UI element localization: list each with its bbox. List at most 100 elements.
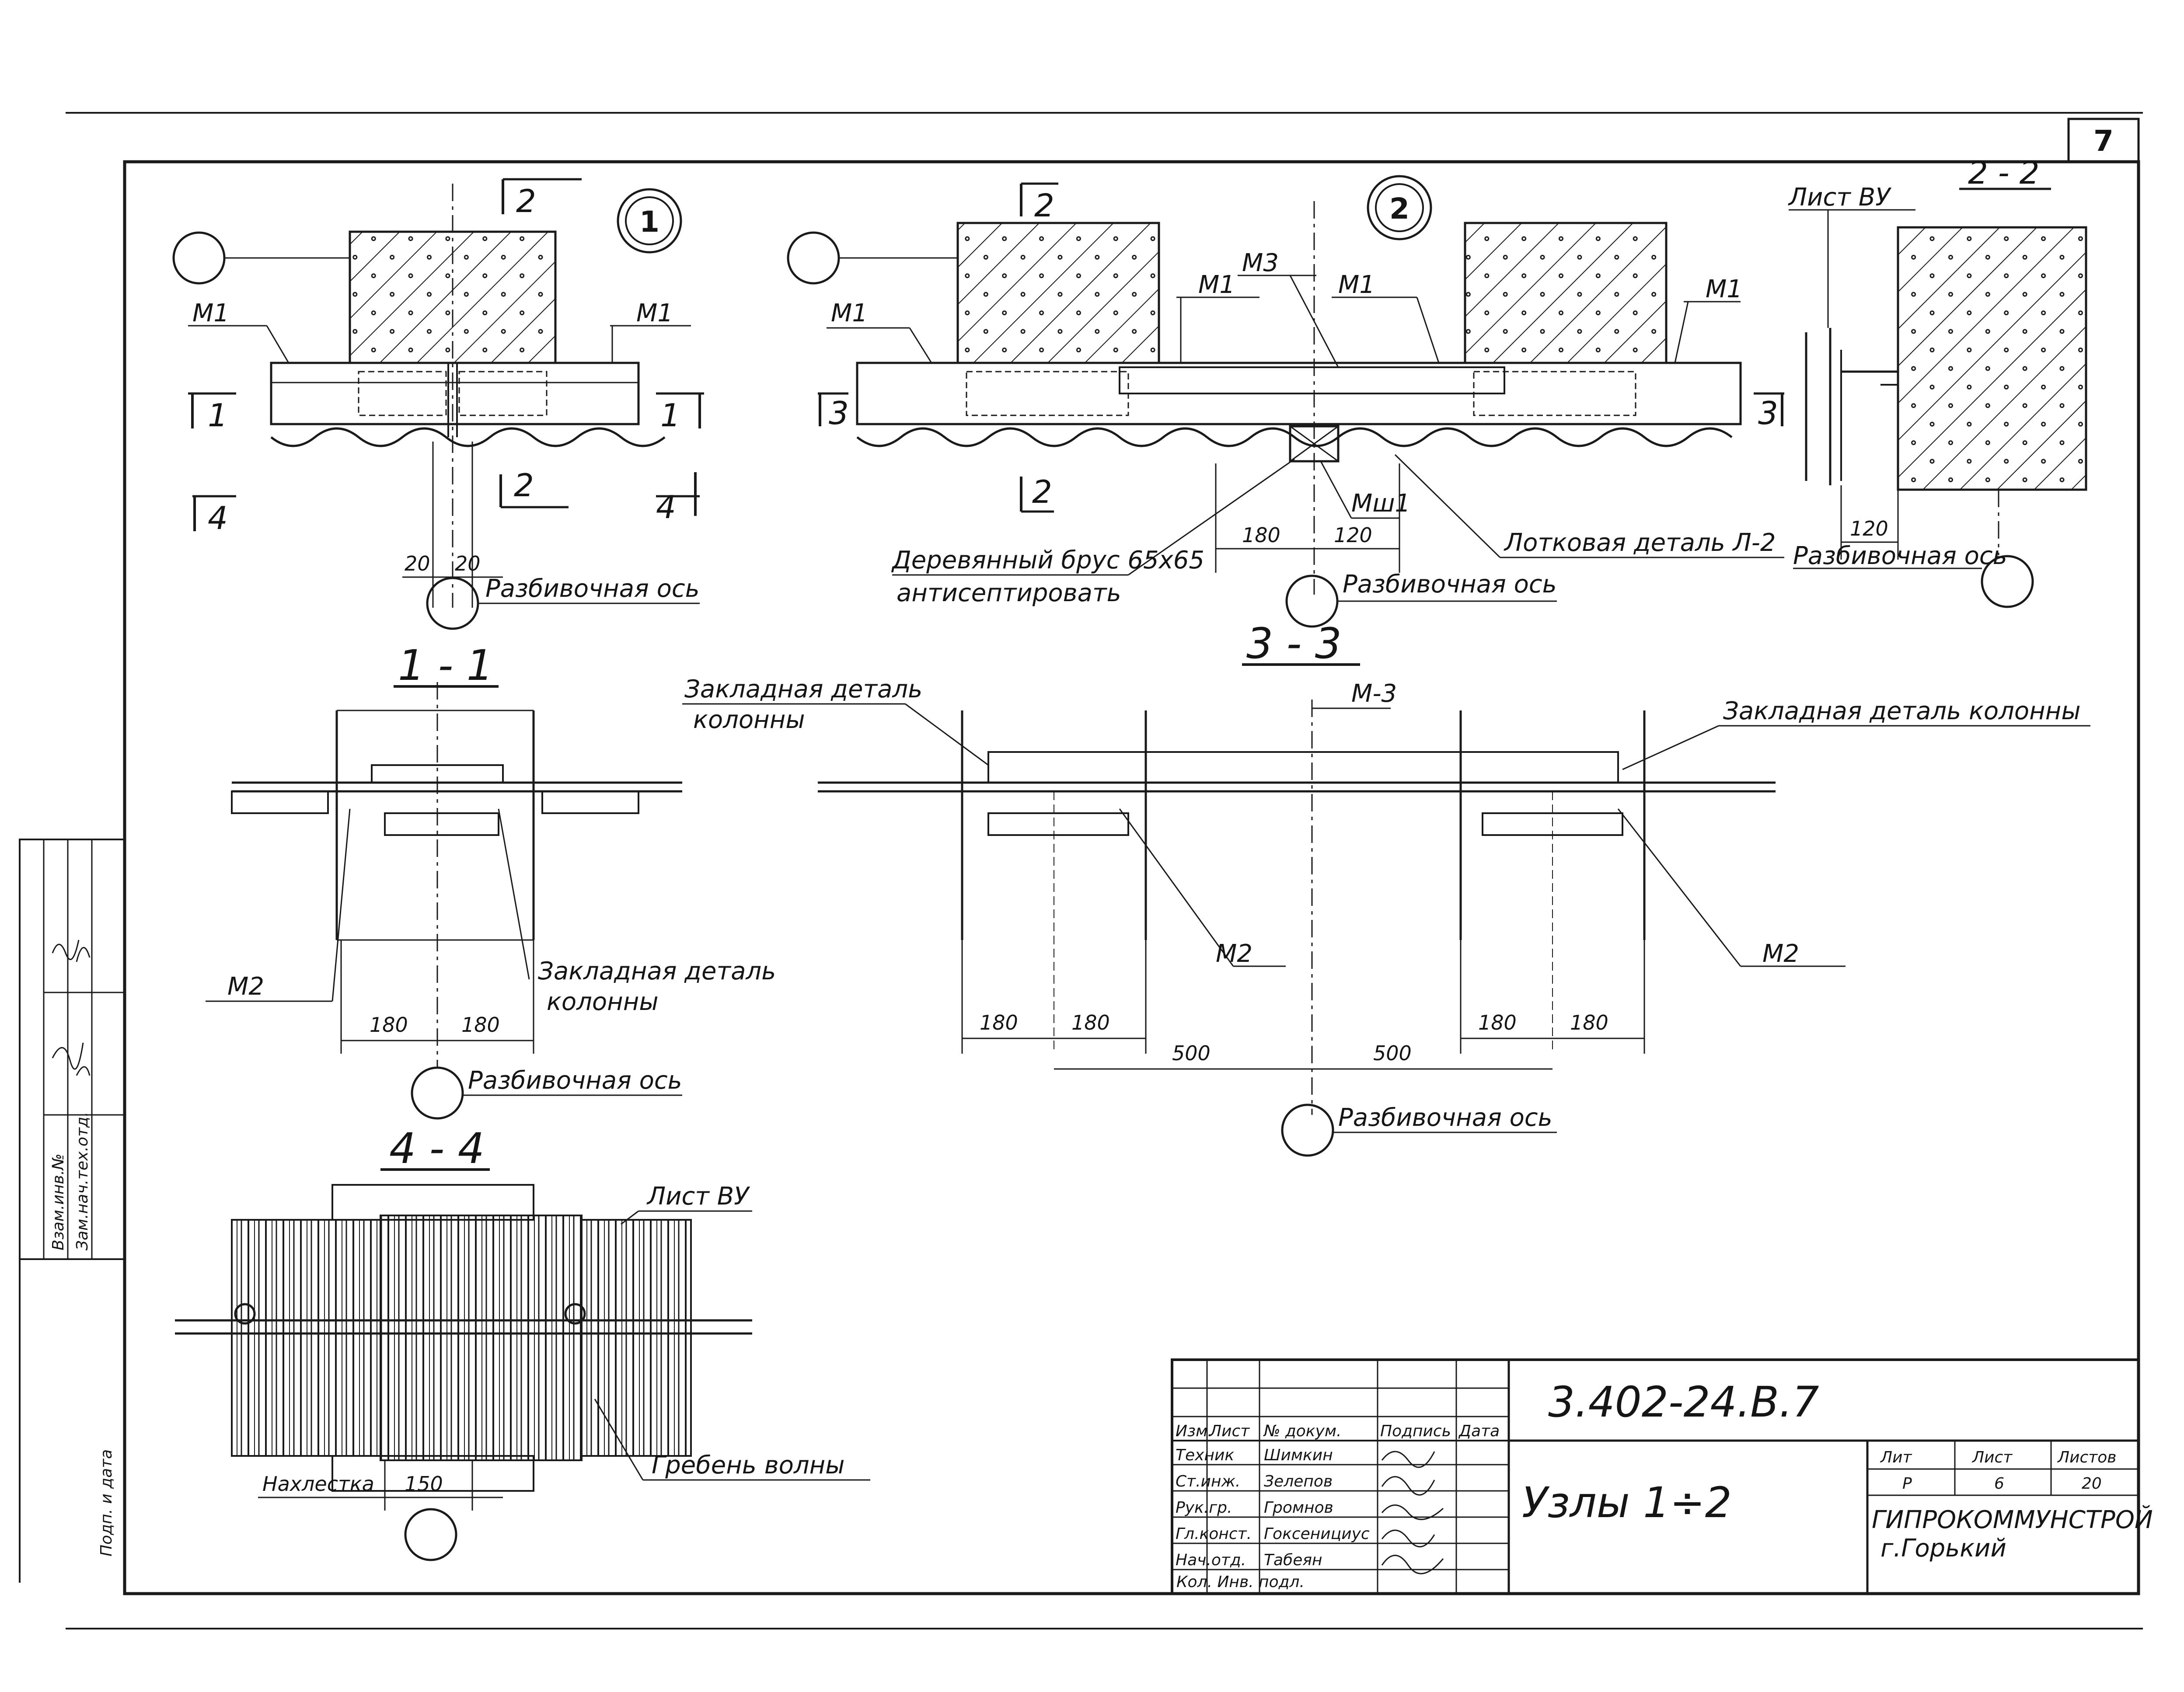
node2-number: 2	[1389, 192, 1409, 226]
tb-header-date: Дата	[1458, 1422, 1500, 1440]
node1-dim-b: 20	[455, 552, 481, 575]
section22-concrete	[1897, 226, 2087, 491]
tb-row-2-role: Ст.инж.	[1176, 1473, 1240, 1490]
tb-row-1-role: Техник	[1176, 1446, 1234, 1464]
section33-dim-180-4: 180	[1570, 1011, 1608, 1034]
node2-m1-mid-right: М1	[1338, 271, 1375, 299]
tb-sheet-header: Лист	[1971, 1448, 2013, 1466]
node2-axis-label: Разбивочная ось	[1343, 570, 1557, 599]
section11-dim-b: 180	[461, 1013, 500, 1037]
side-signature-1	[52, 940, 84, 1070]
document-code: 3.402-24.В.7	[1548, 1378, 1819, 1427]
section33-m2-left: М2	[1216, 940, 1252, 968]
organization-city: г.Горький	[1880, 1534, 2006, 1563]
tb-row-3-name: Громнов	[1264, 1499, 1333, 1517]
node2-concrete-right	[1464, 222, 1668, 364]
node2-m1-mid-left: М1	[1198, 271, 1235, 299]
side-stamp-label-2: Зам.нач.тех.отд.	[73, 1112, 91, 1250]
section44-overlap-label: Нахлестка	[262, 1472, 374, 1496]
side-stamp-label-1: Взам.инв.№	[49, 1153, 67, 1250]
node1-axis-label: Разбивочная ось	[485, 574, 700, 603]
title-block: Изм. Лист № докум. Подпись Дата Техник Ш…	[1171, 1358, 2153, 1595]
section33-dim-180-3: 180	[1478, 1011, 1517, 1034]
section44-sheet-right	[581, 1219, 692, 1457]
section44-crest-label: Гребень волны	[652, 1451, 845, 1480]
section-3-3: 3 - 3 Закладная деталь колонны М-3 Закла…	[682, 619, 2090, 1157]
node1-m1-left: М1	[192, 299, 229, 327]
tb-sheets-value: 20	[2082, 1475, 2102, 1493]
section33-axis-label: Разбивочная ось	[1338, 1104, 1553, 1132]
tb-row-4-name: Гоксенициус	[1264, 1525, 1370, 1543]
section11-dim-a: 180	[370, 1013, 408, 1037]
node2-wood-label-1: Деревянный брус 65х65	[891, 546, 1204, 574]
node2-dim-b: 120	[1334, 523, 1372, 547]
tb-sheets-header: Листов	[2057, 1448, 2116, 1466]
section33-embed-left-2: колонны	[693, 706, 805, 734]
node-2: 2 2 3 3 М1 М1 М3 М1 М1 2 Мш1	[787, 175, 1784, 628]
drawing-title: Узлы 1÷2	[1522, 1478, 1732, 1527]
section33-m2-right: М2	[1762, 940, 1799, 968]
node2-wood-block	[1289, 425, 1340, 463]
side-stamp-label-3: Подп. и дата	[98, 1449, 115, 1556]
section22-sheet-label: Лист ВУ	[1788, 183, 1892, 212]
tb-row-5-name: Табеян	[1264, 1551, 1322, 1569]
section-2-2: 2 - 2 Лист ВУ 120 Разбивочная ось	[1788, 154, 2087, 608]
node2-section-cut-3-right: 3	[1758, 395, 1778, 432]
section44-overlap-dim: 150	[405, 1472, 443, 1496]
tb-header-doc: № докум.	[1263, 1422, 1341, 1440]
section11-m2-label: М2	[227, 972, 264, 1001]
node-1: 2 2 1 1 4 4 М1 М1 1 20 20	[172, 178, 704, 630]
side-stamp: Взам.инв.№ Зам.нач.тех.отд. Подп. и дата	[19, 839, 126, 1583]
tb-signatures	[1381, 1451, 1444, 1574]
sheet-number: 7	[2093, 124, 2114, 158]
tb-row-1-name: Шимкин	[1264, 1446, 1333, 1464]
section22-axis-label: Разбивочная ось	[1793, 542, 2007, 570]
node1-number: 1	[639, 205, 659, 239]
section22-title: 2 - 2	[1968, 154, 2039, 191]
side-signature-2	[76, 947, 91, 1076]
section-1-1: 1 - 1 М2 Закладная деталь колонны 180 18…	[206, 641, 776, 1120]
section44-sheet-mid	[380, 1215, 583, 1461]
section33-dim-500-1: 500	[1172, 1041, 1211, 1065]
section33-dim-180-2: 180	[1071, 1011, 1110, 1034]
section33-dim-180-1: 180	[980, 1011, 1018, 1034]
node2-tray-label: Лотковая деталь Л-2	[1504, 529, 1776, 557]
node1-section-cut-1-right: 1	[660, 397, 680, 434]
node2-beam	[856, 362, 1742, 425]
node2-m1-far-right: М1	[1706, 275, 1742, 303]
node1-section-cut-2-bottom: 2	[514, 467, 534, 504]
section11-axis-label: Разбивочная ось	[468, 1066, 682, 1095]
node1-corrugated-sheet	[270, 427, 666, 447]
node1-section-cut-1-left: 1	[208, 397, 228, 434]
tb-header-sheet: Лист	[1209, 1422, 1250, 1440]
section-4-4: 4 - 4 Лист ВУ Гребень волны Нахлестка 15…	[175, 1124, 870, 1561]
section33-dim-500-2: 500	[1373, 1041, 1412, 1065]
node2-m3-label: М3	[1242, 249, 1279, 277]
section11-title: 1 - 1	[398, 641, 493, 690]
section33-title: 3 - 3	[1246, 619, 1342, 668]
tb-header-sign: Подпись	[1380, 1422, 1451, 1440]
node2-section-cut-2-bottom: 2	[1032, 473, 1052, 510]
node2-m3-plate	[1119, 366, 1505, 394]
node1-dim-a: 20	[405, 552, 430, 575]
section11-embed-1: Закладная деталь	[538, 957, 776, 985]
section33-m3-label: М-3	[1351, 679, 1397, 708]
section44-sheet-label: Лист ВУ	[646, 1182, 750, 1211]
node2-dim-a: 180	[1242, 523, 1280, 547]
section33-m3-plate	[987, 751, 1619, 783]
tb-row-5-role: Нач.отд.	[1176, 1551, 1246, 1569]
tb-footer-note: Кол. Инв. подл.	[1176, 1573, 1305, 1591]
section44-sheet-left	[231, 1219, 381, 1457]
tb-stage-header: Лит	[1880, 1448, 1912, 1466]
section33-embed-left-1: Закладная деталь	[684, 675, 922, 703]
node2-concrete-left	[956, 222, 1160, 364]
tb-sheet-value: 6	[1994, 1475, 2004, 1493]
node1-m1-right: М1	[636, 299, 673, 327]
tb-row-2-name: Зелепов	[1264, 1473, 1333, 1490]
section11-embed-2: колонны	[547, 988, 659, 1016]
section33-embed-right: Закладная деталь колонны	[1723, 697, 2081, 725]
tb-stage-value: Р	[1902, 1475, 1912, 1493]
tb-row-4-role: Гл.конст.	[1176, 1525, 1252, 1543]
node1-section-cut-2-top: 2	[516, 183, 536, 219]
